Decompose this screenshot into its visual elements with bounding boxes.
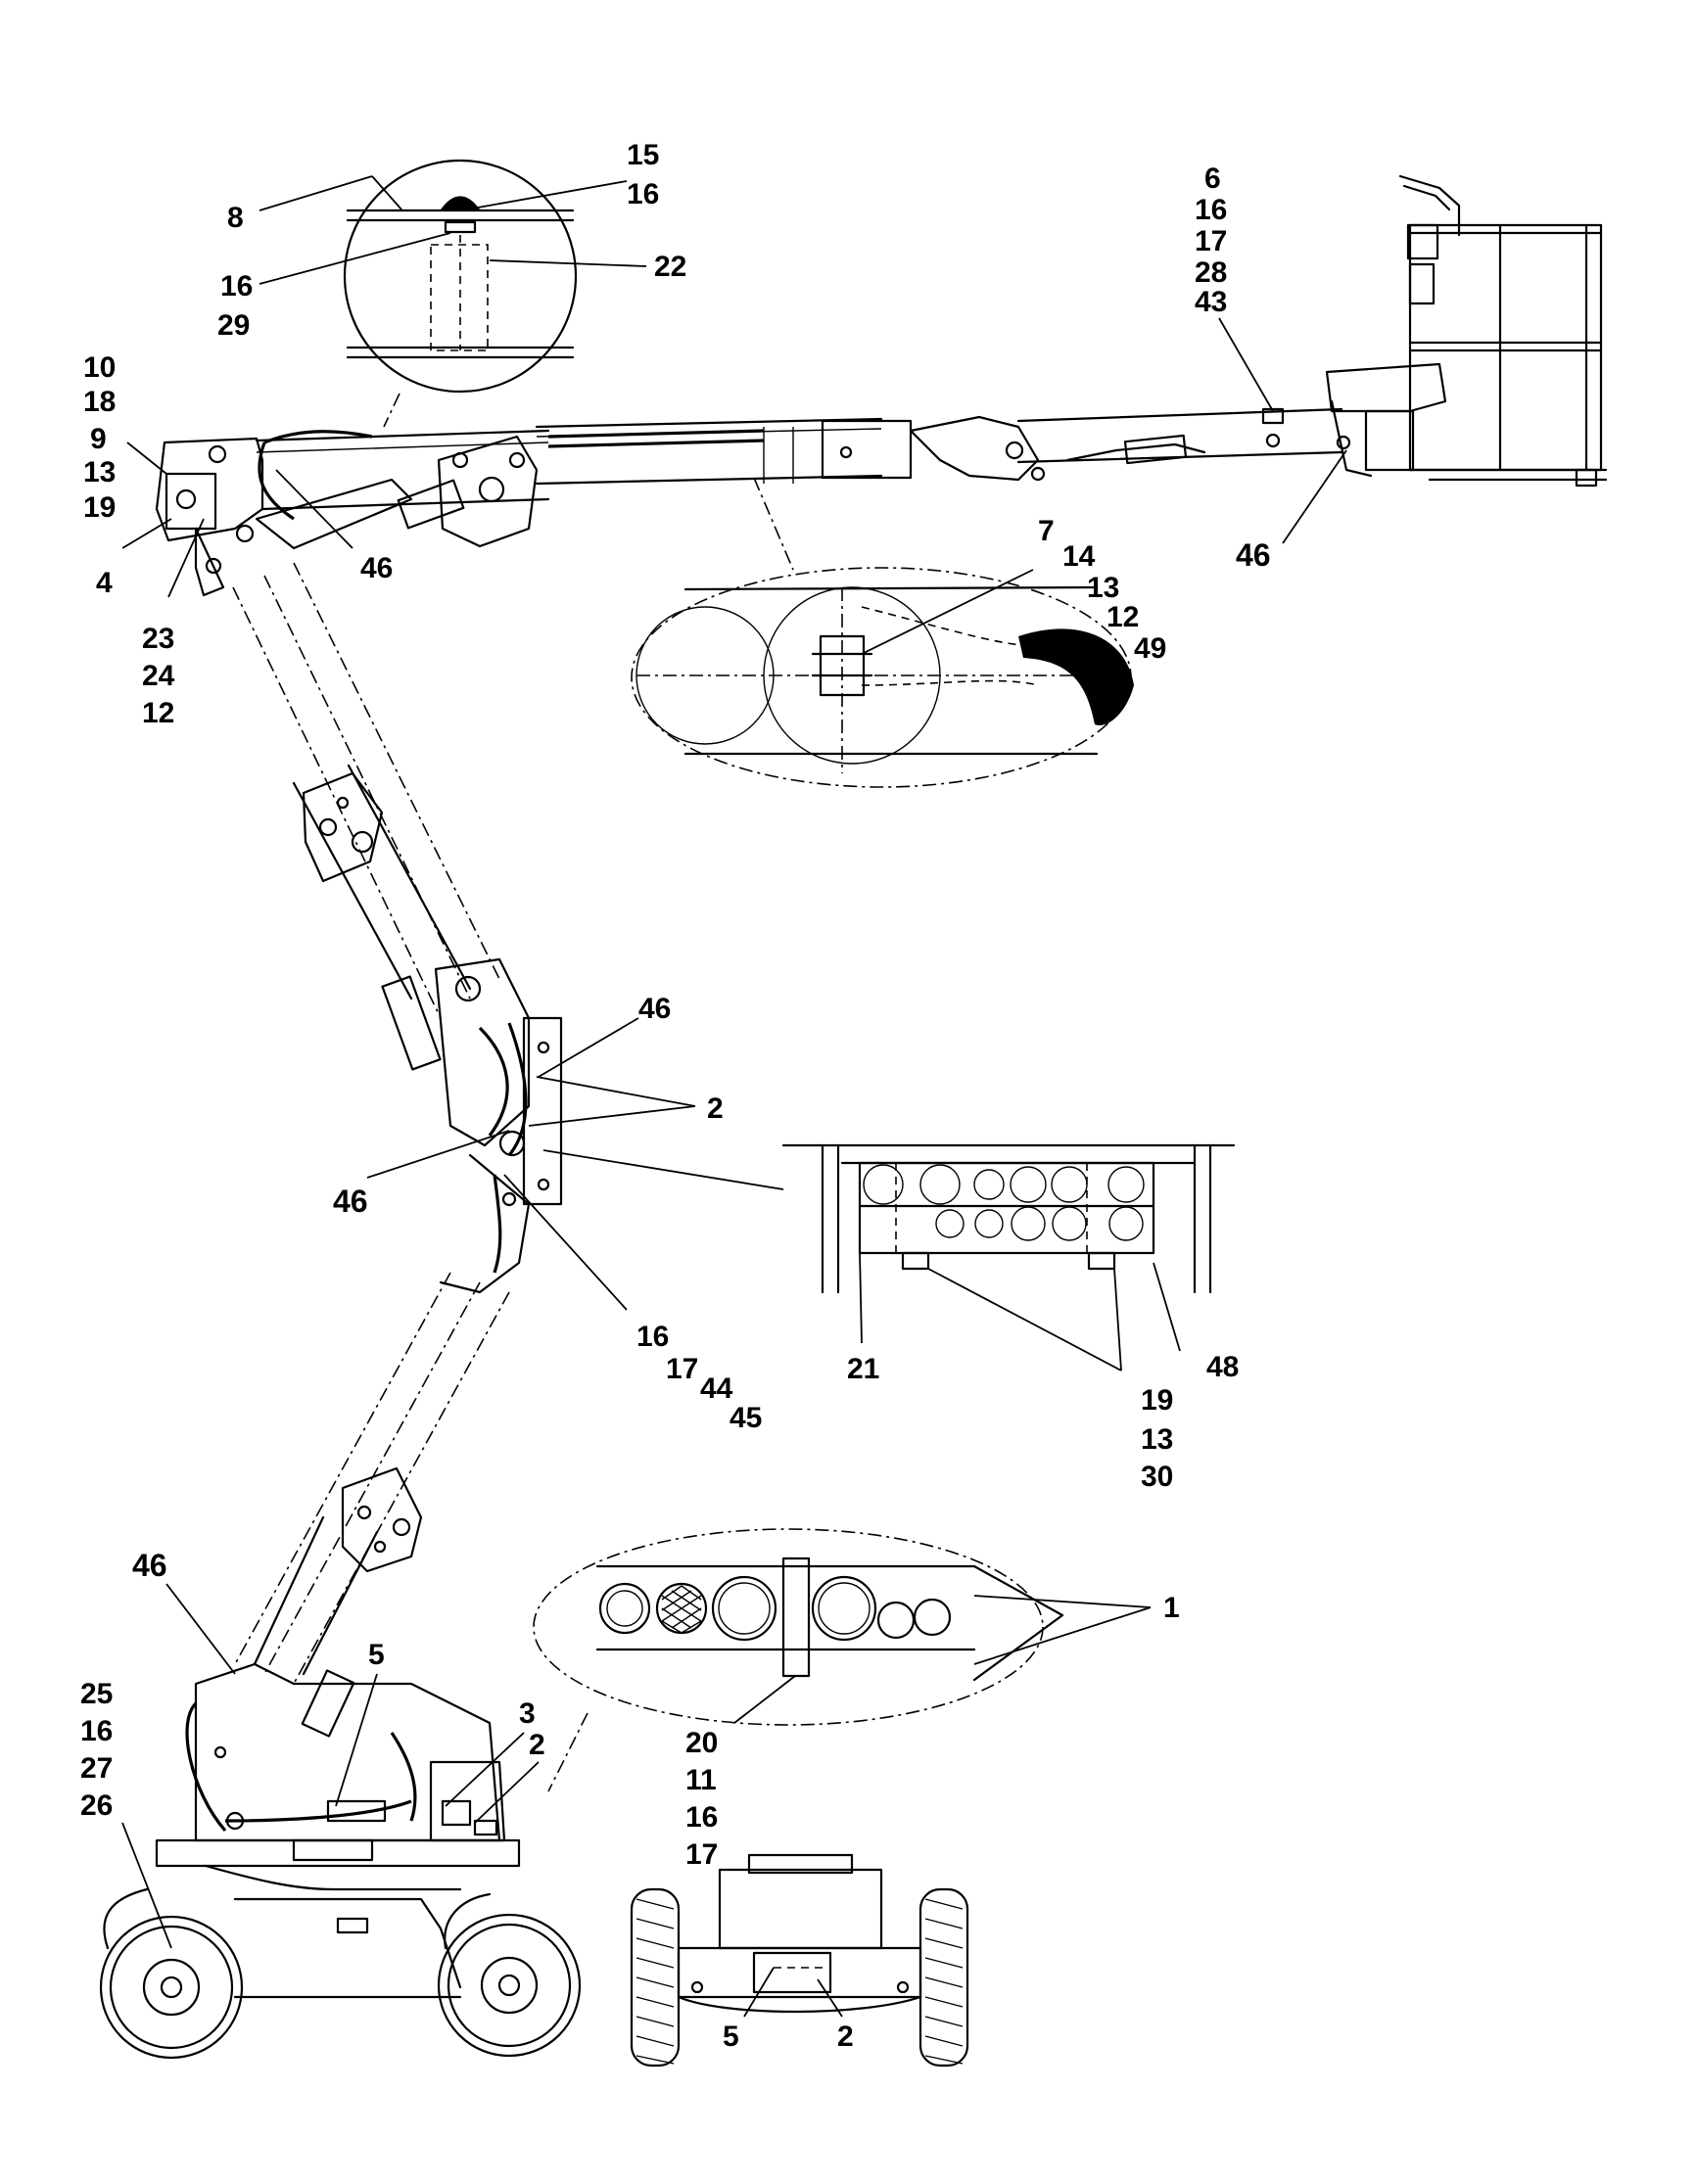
callout-label: 16 <box>220 270 253 302</box>
callout-label: 30 <box>1141 1461 1173 1493</box>
callout-label: 25 <box>80 1678 113 1710</box>
callout-labels: 15 16 8 16 22 29 6 16 17 28 43 46 10 18 … <box>80 139 1271 2053</box>
callout-label: 20 <box>685 1727 718 1759</box>
callout-label: 44 <box>700 1372 733 1405</box>
callout-label: 2 <box>529 1729 545 1761</box>
boom-elbow-knuckle <box>381 957 563 1294</box>
callout-label: 14 <box>1062 540 1096 573</box>
callout-label: 16 <box>685 1801 718 1834</box>
callout-label: 17 <box>685 1838 718 1871</box>
callout-label: 9 <box>90 423 107 455</box>
callout-label: 13 <box>1087 572 1119 604</box>
callout-label: 10 <box>83 351 116 384</box>
callout-label: 17 <box>1195 225 1227 257</box>
callout-label: 2 <box>837 2021 854 2053</box>
callout-label: 8 <box>227 202 244 234</box>
callout-label: 11 <box>685 1764 717 1796</box>
callout-label: 46 <box>132 1548 167 1583</box>
turntable-cable-detail-inset <box>533 1528 1064 1792</box>
callout-label: 23 <box>142 623 174 655</box>
callout-label: 13 <box>83 456 116 488</box>
callout-label: 16 <box>636 1321 669 1353</box>
callout-label: 28 <box>1195 256 1227 289</box>
callout-label: 21 <box>847 1353 879 1385</box>
callout-label: 48 <box>1206 1351 1239 1383</box>
callout-label: 12 <box>142 697 174 729</box>
callout-label: 29 <box>217 309 250 342</box>
callout-label: 46 <box>638 993 671 1025</box>
callout-label: 12 <box>1106 601 1139 633</box>
callout-label: 46 <box>333 1184 368 1219</box>
callout-label: 49 <box>1134 632 1166 665</box>
callout-label: 26 <box>80 1789 113 1822</box>
main-boom-upper-section <box>232 562 500 1019</box>
callout-label: 16 <box>80 1715 113 1747</box>
leader-lines <box>121 175 1347 2018</box>
callout-label: 2 <box>707 1092 724 1125</box>
callout-label: 4 <box>96 567 113 599</box>
callout-label: 5 <box>723 2021 739 2053</box>
chassis-rear-view <box>630 1853 969 2068</box>
turntable-and-chassis <box>99 1662 582 2060</box>
platform-basket <box>1325 174 1608 488</box>
main-boom-lower-section <box>234 1272 510 1685</box>
callout-label: 24 <box>142 660 175 692</box>
callout-label: 22 <box>654 251 686 283</box>
callout-label: 43 <box>1195 286 1227 318</box>
callout-label: 46 <box>1236 537 1271 573</box>
callout-label: 3 <box>519 1697 536 1730</box>
callout-label: 46 <box>360 552 393 584</box>
callout-label: 19 <box>1141 1384 1173 1417</box>
callout-label: 5 <box>368 1639 385 1671</box>
upper-boom <box>155 407 1343 597</box>
callout-label: 27 <box>80 1752 113 1785</box>
callout-label: 16 <box>1195 194 1227 226</box>
callout-label: 13 <box>1141 1423 1173 1456</box>
callout-label: 17 <box>666 1353 698 1385</box>
callout-label: 45 <box>730 1402 762 1434</box>
callout-label: 16 <box>627 178 659 210</box>
top-fastener-detail-inset <box>343 159 578 428</box>
callout-label: 6 <box>1204 163 1221 195</box>
callout-label: 7 <box>1038 515 1055 547</box>
elbow-cable-tray-detail-inset <box>542 1143 1236 1294</box>
callout-label: 15 <box>627 139 659 171</box>
callout-label: 1 <box>1163 1592 1180 1624</box>
boom-cable-detail-inset <box>631 477 1134 788</box>
callout-label: 18 <box>83 386 116 418</box>
callout-label: 19 <box>83 491 116 524</box>
